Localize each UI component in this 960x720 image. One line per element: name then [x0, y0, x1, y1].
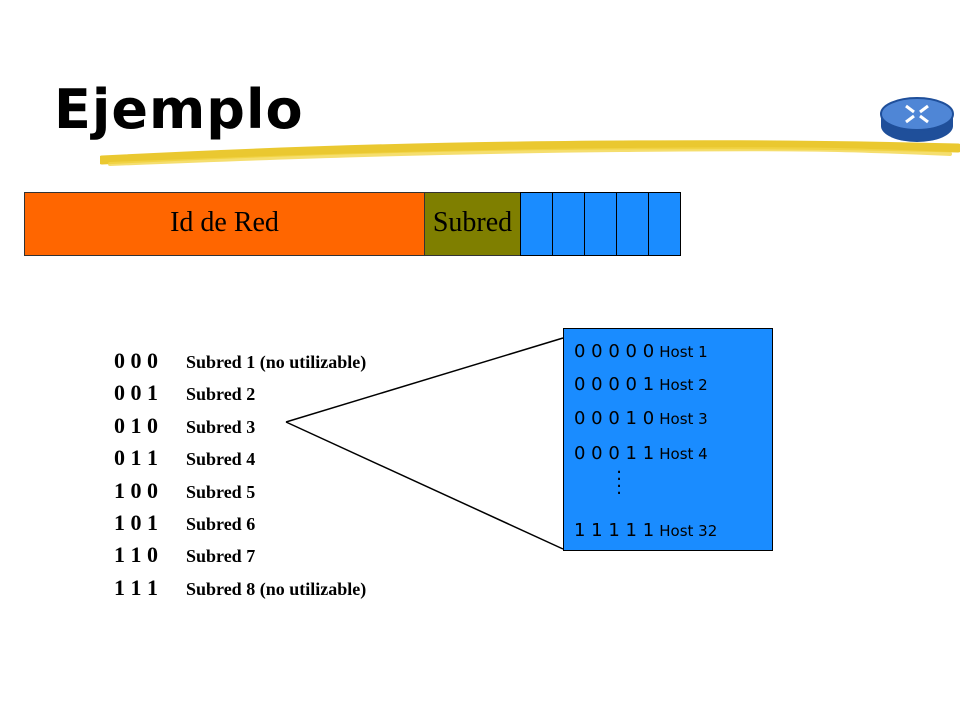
- host-bits: 0 0 0 1 0: [574, 408, 655, 429]
- host-row: 0 0 0 1 0 Host 3: [574, 408, 708, 429]
- subnet-bits: 1 0 1: [114, 509, 158, 535]
- subnet-segment: Subred: [424, 192, 521, 256]
- subnet-bits: 1 1 1: [114, 574, 158, 600]
- host-bits: 0 0 0 0 1: [574, 374, 655, 395]
- host-row: 1 1 1 1 1 Host 32: [574, 520, 717, 541]
- list-item: 0 1 1 Subred 4: [114, 445, 366, 477]
- host-list-box: 0 0 0 0 0 Host 1 0 0 0 0 1 Host 2 0 0 0 …: [563, 328, 773, 551]
- list-item: 0 0 1 Subred 2: [114, 380, 366, 412]
- subnet-name: Subred 8 (no utilizable): [186, 578, 367, 599]
- subnet-name: Subred 7: [186, 546, 256, 567]
- subnet-bits: 0 1 1: [114, 445, 158, 471]
- subnet-bits: 0 1 0: [114, 412, 158, 438]
- list-item: 0 0 0 Subred 1 (no utilizable): [114, 348, 366, 380]
- subnet-name: Subred 3: [186, 416, 256, 437]
- list-item: 1 1 1 Subred 8 (no utilizable): [114, 575, 366, 607]
- host-row: 0 0 0 1 1 Host 4: [574, 443, 708, 464]
- host-bits: 1 1 1 1 1: [574, 520, 655, 541]
- subnet-bits: 0 0 0: [114, 348, 158, 373]
- subnet-name: Subred 1 (no utilizable): [186, 352, 367, 372]
- subnet-bits: 1 0 0: [114, 477, 158, 503]
- host-name: Host 3: [659, 410, 708, 428]
- page-title: Ejemplo: [54, 78, 304, 141]
- host-name: Host 4: [659, 445, 708, 463]
- subnet-bits: 1 1 0: [114, 542, 158, 568]
- host-bit-cell: [648, 192, 681, 256]
- network-id-segment: Id de Red: [24, 192, 425, 256]
- title-underline: [100, 140, 960, 166]
- list-item: 1 1 0 Subred 7: [114, 542, 366, 574]
- host-name: Host 32: [659, 522, 718, 540]
- subnet-name: Subred 5: [186, 481, 256, 502]
- subnet-name: Subred 4: [186, 449, 256, 470]
- host-row: 0 0 0 0 1 Host 2: [574, 374, 708, 395]
- list-item: 1 0 0 Subred 5: [114, 478, 366, 510]
- host-name: Host 2: [659, 376, 708, 394]
- subnet-name: Subred 6: [186, 513, 256, 534]
- host-row: 0 0 0 0 0 Host 1: [574, 341, 708, 362]
- host-bit-cell: [616, 192, 649, 256]
- list-item: 1 0 1 Subred 6: [114, 510, 366, 542]
- host-bits: 0 0 0 1 1: [574, 443, 655, 464]
- subnet-bits: 0 0 1: [114, 380, 158, 406]
- subnet-name: Subred 2: [186, 384, 256, 405]
- router-icon: [880, 97, 954, 142]
- host-bits: 0 0 0 0 0: [574, 341, 655, 362]
- network-id-label: Id de Red: [170, 207, 279, 238]
- host-name: Host 1: [659, 343, 708, 361]
- subnet-segment-label: Subred: [432, 207, 513, 238]
- subnet-list: 0 0 0 Subred 1 (no utilizable) 0 0 1 Subre…: [114, 348, 366, 607]
- list-item: 0 1 0 Subred 3: [114, 413, 366, 445]
- ellipsis-marker: : :: [616, 464, 623, 499]
